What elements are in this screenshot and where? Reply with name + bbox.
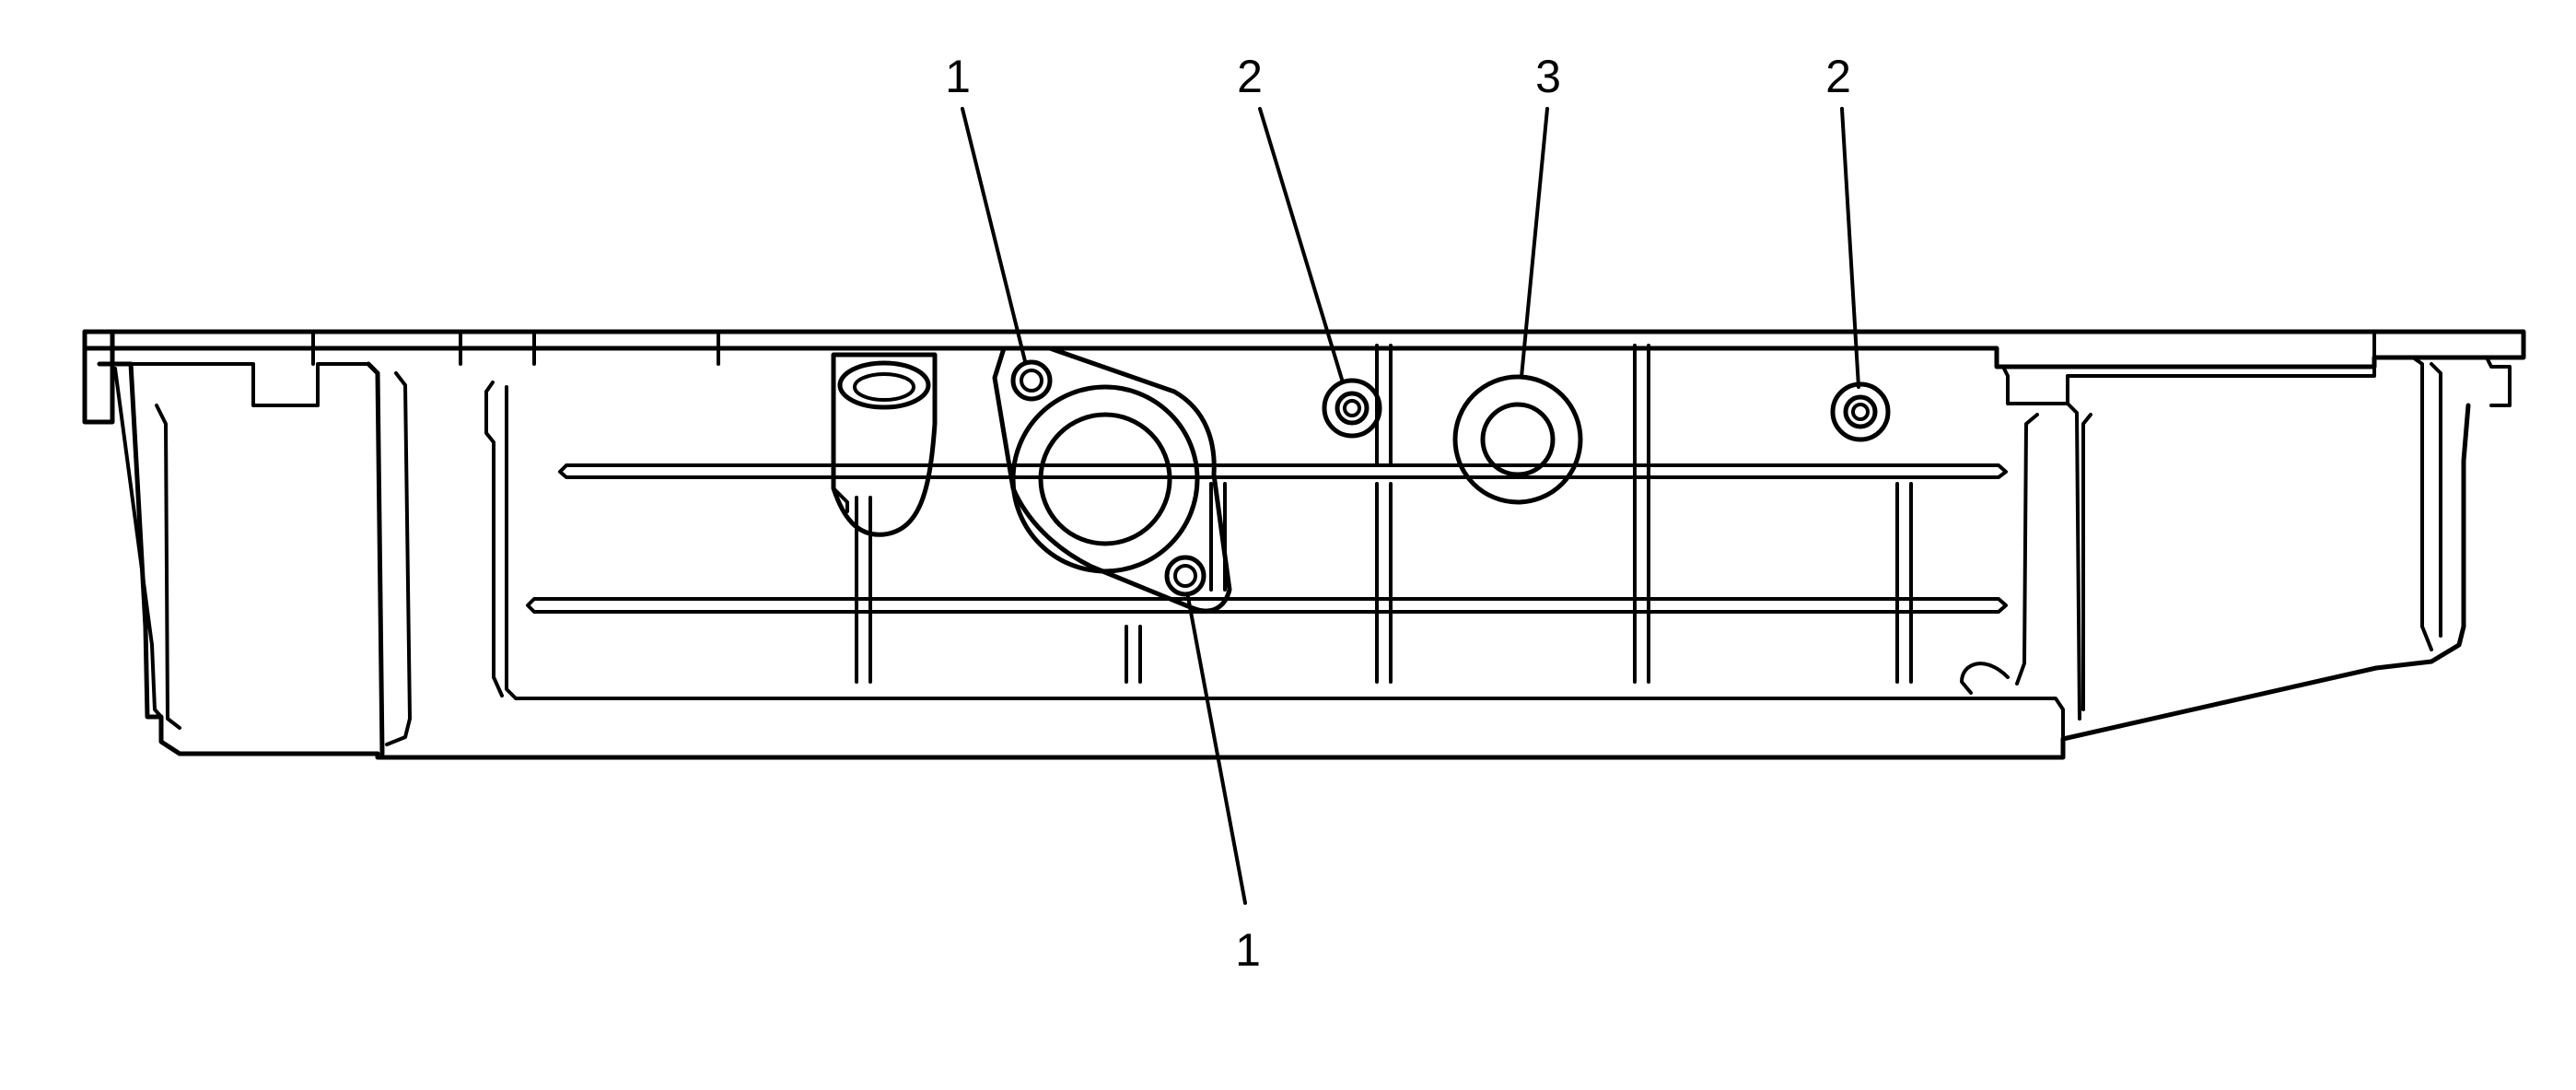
pan-flange: [82, 329, 2526, 425]
callout-1-bottom: 1: [1235, 924, 1261, 976]
pan-left-end: [97, 361, 412, 756]
callout-labels: 1 2 3 2 1: [945, 51, 1851, 976]
leader-lines: [961, 107, 1860, 905]
pan-sump-body: [375, 356, 2471, 760]
pan-ribs: [526, 344, 2008, 684]
bolt-2b: [1830, 381, 1891, 442]
bolt-2a: [1322, 378, 1382, 439]
callout-2-right: 2: [1825, 51, 1851, 102]
bolt-1b: [1164, 555, 1206, 597]
callout-1-top: 1: [945, 51, 971, 102]
callout-2-left: 2: [1237, 51, 1263, 102]
dipstick-tube: [831, 352, 938, 537]
drain-plug: [1452, 374, 1583, 505]
callout-3: 3: [1535, 51, 1561, 102]
bolt-1a: [1010, 359, 1053, 402]
pickup-boss: [992, 346, 1232, 614]
